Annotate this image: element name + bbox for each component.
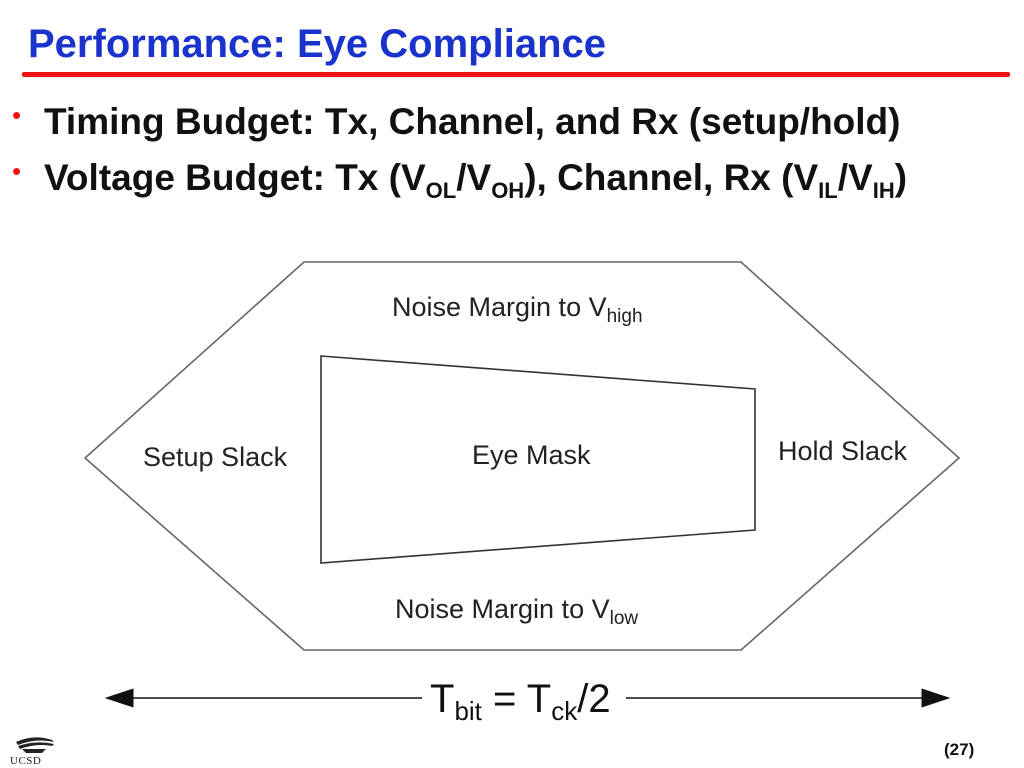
- subscript-ih: IH: [872, 178, 895, 203]
- slide-title: Performance: Eye Compliance: [28, 22, 606, 66]
- subscript-oh: OH: [491, 178, 525, 203]
- bullet-marker: •: [12, 100, 22, 130]
- title-underline: [22, 72, 1010, 77]
- voltage-text-mid1: /V: [456, 157, 492, 198]
- eye-mask-label: Eye Mask: [472, 440, 591, 470]
- bullet-voltage-budget: Voltage Budget: Tx (VOL/VOH), Channel, R…: [44, 157, 907, 204]
- eye-mask-trapezoid: [320, 355, 756, 564]
- bullet-marker: •: [12, 156, 22, 186]
- setup-slack-label: Setup Slack: [143, 442, 288, 472]
- voltage-text-suffix: ): [894, 157, 908, 198]
- timing-label: Tbit = Tck/2: [430, 677, 611, 726]
- eye-hexagon: [83, 261, 961, 651]
- voltage-text-mid3: /V: [837, 157, 873, 198]
- noise-margin-low-label: Noise Margin to Vlow: [395, 594, 638, 629]
- subscript-ol: OL: [425, 178, 457, 203]
- ucsd-logo-icon: [16, 737, 54, 753]
- page-number: (27): [944, 740, 975, 759]
- subscript-il: IL: [818, 178, 838, 203]
- noise-margin-high-label: Noise Margin to Vhigh: [392, 292, 643, 327]
- voltage-text-prefix: Voltage Budget: Tx (V: [44, 157, 426, 198]
- voltage-text-mid2: ), Channel, Rx (V: [524, 157, 819, 198]
- bullet-timing-budget: Timing Budget: Tx, Channel, and Rx (setu…: [44, 101, 901, 142]
- hold-slack-label: Hold Slack: [778, 436, 908, 466]
- logo-text: UCSD: [10, 755, 42, 767]
